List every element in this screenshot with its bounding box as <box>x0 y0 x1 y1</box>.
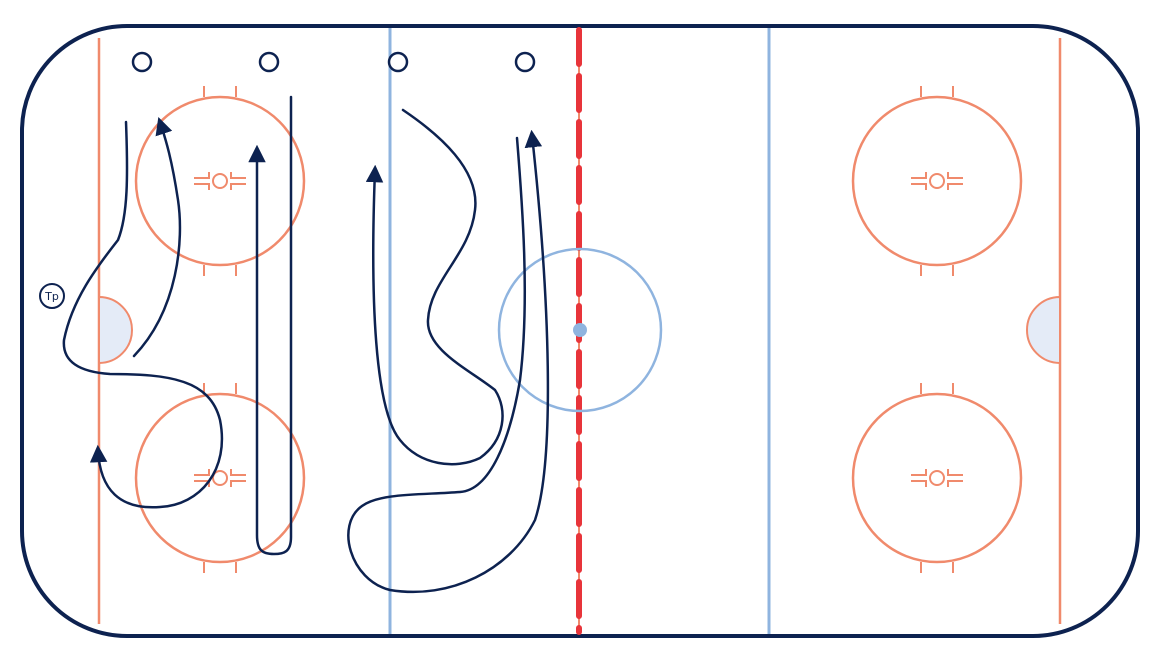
faceoff-circle-right-bottom <box>851 383 1023 573</box>
pylon-icon <box>131 51 153 73</box>
pylon-icon <box>258 51 280 73</box>
drill-path-weave <box>365 108 504 466</box>
pylon-icon <box>514 51 536 73</box>
center-ice-dot <box>573 323 587 337</box>
faceoff-circle-right-top <box>851 86 1023 276</box>
center-ice-circle <box>497 247 663 413</box>
goal-crease-left <box>98 295 133 365</box>
faceoff-circle-left-top <box>134 86 306 276</box>
drill-path-backward-loop <box>62 120 224 509</box>
drill-path-forward-curl <box>132 117 182 358</box>
faceoff-circle-left-bottom <box>134 383 306 573</box>
goal-crease-right <box>1026 295 1061 365</box>
player-label: Tp <box>44 290 59 303</box>
drill-path-long-skate <box>248 95 293 556</box>
player-marker: Tp <box>39 283 65 309</box>
pylon-icon <box>387 51 409 73</box>
drill-path-wide-loop <box>347 129 550 594</box>
